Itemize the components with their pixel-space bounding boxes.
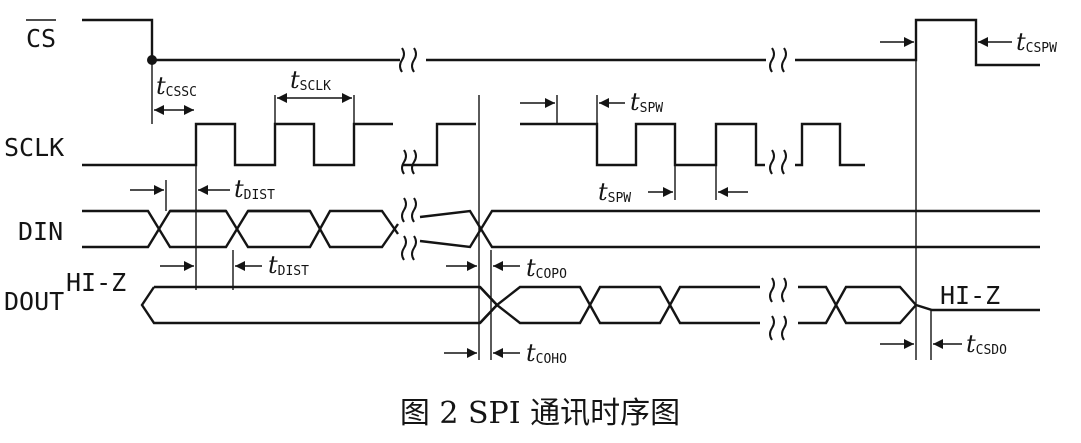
sclk-break-mark-1 bbox=[401, 149, 417, 175]
cs-break-mark-2 bbox=[769, 47, 787, 73]
din-break-mark-upper bbox=[401, 197, 417, 223]
timing-label-tdist-dout: tDIST bbox=[268, 251, 309, 279]
dout-signal-label: DOUT bbox=[4, 287, 64, 316]
timing-arrows bbox=[130, 37, 1012, 358]
timing-label-tspw-high: tSPW bbox=[630, 88, 663, 116]
timing-label-tcoho: tCOHO bbox=[526, 339, 567, 367]
dout-break-mark-upper bbox=[769, 277, 787, 303]
timing-label-tdist-din: tDIST bbox=[234, 175, 275, 203]
timing-label-tcssc: tCSSC bbox=[156, 72, 197, 100]
dout-hiz-label-left: HI-Z bbox=[66, 268, 126, 297]
cs-falling-edge-dot bbox=[147, 55, 157, 65]
timing-label-tcsdo: tCSDO bbox=[966, 330, 1007, 358]
timing-label-tcopo: tCOPO bbox=[526, 254, 567, 282]
din-break-mark-lower bbox=[401, 235, 417, 261]
dout-break-mark-lower bbox=[769, 315, 787, 341]
timing-label-tsclk: tSCLK bbox=[290, 66, 331, 94]
dout-hiz-label-right: HI-Z bbox=[940, 281, 1000, 310]
timing-label-tspw-low: tSPW bbox=[598, 178, 631, 206]
sclk-signal-label: SCLK bbox=[4, 133, 64, 162]
cs-waveform bbox=[82, 18, 1040, 73]
reference-lines bbox=[151, 20, 932, 360]
cs-break-mark-1 bbox=[399, 47, 417, 73]
cs-signal-label: CS bbox=[26, 24, 56, 53]
figure-caption: 图 2 SPI 通讯时序图 bbox=[400, 396, 680, 431]
sclk-break-mark-2 bbox=[769, 149, 787, 175]
dout-waveform bbox=[140, 277, 1040, 341]
din-waveform bbox=[82, 197, 1040, 261]
din-signal-label: DIN bbox=[18, 217, 63, 246]
sclk-waveform bbox=[82, 122, 865, 175]
timing-label-tcspw: tCSPW bbox=[1016, 28, 1057, 56]
